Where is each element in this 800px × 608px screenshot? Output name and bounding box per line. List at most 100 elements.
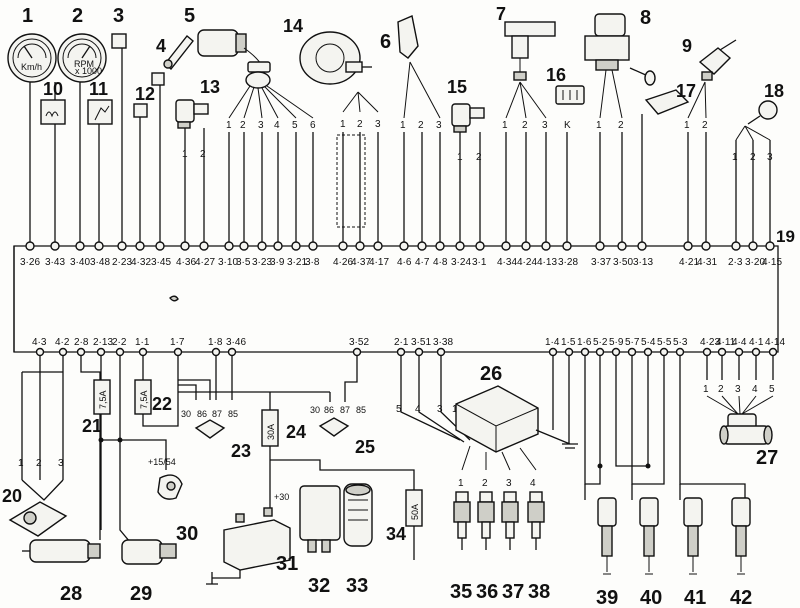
component-number: 26 — [480, 363, 502, 385]
brake-switch-icon — [747, 100, 778, 125]
wire-number: 3 — [437, 404, 443, 415]
component-number: 8 — [640, 7, 651, 29]
injector-icon — [639, 497, 659, 575]
injector-icon — [731, 497, 751, 575]
starter-motor-icon — [343, 483, 373, 547]
pin-label: 4·36 — [176, 257, 196, 268]
air-mass-meter-icon — [719, 413, 773, 445]
pin-label: 3·50 — [613, 257, 633, 268]
pin-label: 4·31 — [697, 257, 717, 268]
pin-label: 1·6 — [577, 337, 592, 348]
pin-label: 4·13 — [537, 257, 557, 268]
gauge-unit: RPM — [74, 59, 94, 69]
wire-number: 2 — [418, 120, 424, 131]
pin-label: 2·13 — [93, 337, 113, 348]
module-block-icon — [151, 72, 165, 86]
wire-number: 3 — [735, 384, 741, 395]
fuse-rating: 7,5A — [98, 390, 108, 409]
wire-number: 6 — [310, 120, 316, 131]
wire-number: 2 — [200, 149, 206, 160]
wire-number: 2 — [618, 120, 624, 131]
pin-label: 1·8 — [208, 337, 223, 348]
ignition-key-icon — [157, 474, 183, 500]
wire-number: 5 — [292, 120, 298, 131]
component-number: 36 — [476, 581, 498, 603]
egr-valve-icon — [584, 13, 656, 86]
pin-label: 4·24 — [517, 257, 537, 268]
component-number: 20 — [2, 486, 22, 506]
pump-position-sensor-icon — [299, 31, 372, 85]
wire-number: 2 — [482, 478, 488, 489]
wire-number: 2 — [240, 120, 246, 131]
pin-label: 4·32 — [131, 257, 151, 268]
component-number: 5 — [184, 5, 195, 27]
wire-number: 5 — [769, 384, 775, 395]
wire-number: 4 — [415, 404, 421, 415]
pin-label: 3·23 — [252, 257, 272, 268]
pin-label: 3·43 — [45, 257, 65, 268]
pin-label: 1·5 — [561, 337, 576, 348]
pin-label: 4·15 — [762, 257, 782, 268]
wire-number: 1 — [684, 120, 690, 131]
wire-number: 1 — [458, 478, 464, 489]
pin-label: 5·5 — [657, 337, 672, 348]
pin-label: 2·1 — [394, 337, 409, 348]
wire-number: 1 — [703, 384, 709, 395]
actuator-connector-icon — [228, 71, 314, 119]
component-number: 25 — [355, 437, 375, 457]
wire-number: 2 — [36, 458, 42, 469]
component-number: 42 — [730, 587, 752, 608]
wire-number: K — [564, 120, 571, 131]
pin-label: 4·6 — [397, 257, 412, 268]
pin-label: 2·3 — [728, 257, 743, 268]
component-number: 14 — [283, 16, 303, 36]
component-number: 41 — [684, 587, 706, 608]
pin-label: 3·1 — [472, 257, 487, 268]
wire-number: 2 — [718, 384, 724, 395]
component-number: 9 — [682, 36, 692, 56]
component-number: 11 — [89, 79, 108, 99]
pin-label: 4·21 — [679, 257, 699, 268]
component-number: 31 — [276, 553, 298, 575]
component-number: 16 — [546, 65, 566, 85]
relay-pin: 85 — [228, 409, 238, 419]
pin-label: 2·23 — [112, 257, 132, 268]
glow-control-module-icon — [644, 89, 690, 115]
top-pin-labels: 3·26 3·43 3·40 3·48 2·23 4·32 3·45 4·36 … — [20, 257, 782, 268]
relay-pin: 85 — [356, 405, 366, 415]
pin-label: 4·14 — [765, 337, 785, 348]
pin-label: 4·4 — [732, 337, 747, 348]
pin-label: 4·23 — [700, 337, 720, 348]
pin-label: 3·46 — [226, 337, 246, 348]
glow-plug-icon — [477, 491, 495, 550]
component-number: 23 — [231, 441, 251, 461]
pin-label: 4·17 — [369, 257, 389, 268]
fuel-temperature-sensor-icon — [451, 103, 485, 133]
component-number: 40 — [640, 587, 662, 608]
wire-number: 4 — [752, 384, 758, 395]
wire-number: 1 — [596, 120, 602, 131]
component-number: 35 — [450, 581, 472, 603]
wire-number: 3 — [375, 119, 381, 130]
component-number: 24 — [286, 422, 306, 442]
component-number: 32 — [308, 575, 330, 597]
wire-number: 2 — [522, 120, 528, 131]
glow-plug-icon — [453, 491, 471, 550]
component-number: 12 — [135, 84, 155, 104]
glow-plug-control-unit-icon — [455, 385, 539, 453]
pin-label: 4·1 — [749, 337, 764, 348]
component-number: 30 — [176, 523, 198, 545]
pin-label: 1·4 — [545, 337, 560, 348]
pin-label: 4·11 — [716, 337, 736, 348]
wire-number: 1 — [18, 458, 24, 469]
tachometer-icon: RPM x 1000 — [57, 33, 107, 83]
pin-label: 3·28 — [558, 257, 578, 268]
temperature-sensor-icon — [175, 99, 209, 129]
pin-label: 3·40 — [70, 257, 90, 268]
module-block-icon — [133, 103, 148, 118]
component-number: 6 — [380, 31, 391, 53]
component-number: 10 — [43, 79, 63, 99]
component-number: 38 — [528, 581, 550, 603]
